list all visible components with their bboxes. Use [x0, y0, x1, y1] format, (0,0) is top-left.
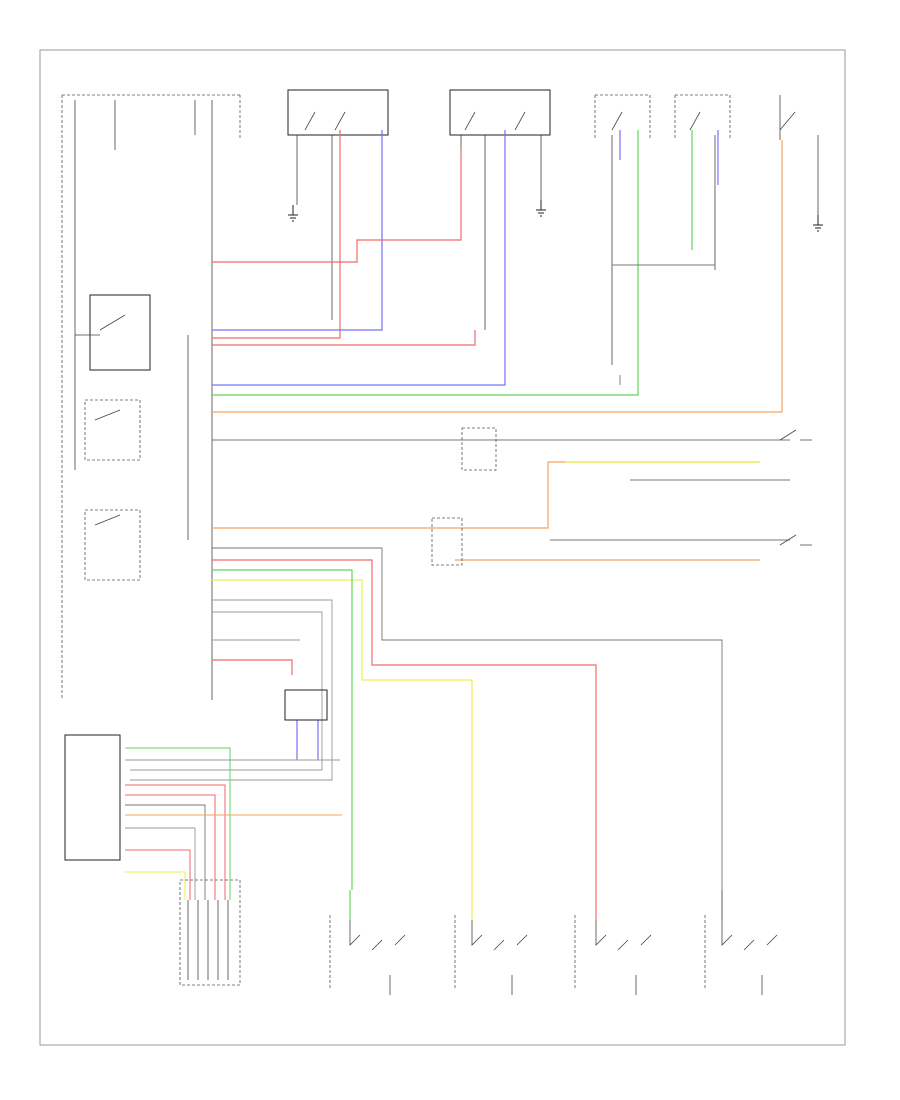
switch-module-3 [594, 94, 651, 140]
wire-gray-1 [612, 264, 715, 385]
joint-connector-mid [431, 427, 497, 566]
wire-orange-2 [212, 461, 760, 529]
door-lock-actuator-3 [574, 890, 652, 995]
relay-left-1 [75, 294, 151, 371]
wire-blue-2 [212, 130, 506, 386]
door-lock-actuator-4 [704, 890, 778, 995]
wire-red-4 [212, 659, 293, 675]
motor-unit [284, 689, 328, 721]
wire-gray-3 [130, 547, 723, 890]
wire-yellow-2 [212, 579, 473, 890]
wire-red-2 [212, 330, 476, 346]
wire-green-3 [212, 569, 353, 890]
wire-blue-3 [619, 130, 719, 185]
fuse-box [61, 94, 241, 700]
control-unit-left [64, 734, 342, 900]
diagram-frame [39, 49, 846, 1046]
wire-blue-4 [296, 720, 319, 760]
wire-orange-1 [212, 140, 783, 413]
switch-module-4 [674, 94, 731, 140]
wire-blue-1 [212, 130, 383, 331]
relay-module-1 [287, 89, 389, 136]
door-switch-1 [779, 429, 812, 441]
switch-left-3 [84, 509, 141, 581]
relay-module-2 [449, 89, 551, 136]
wire-red-1 [212, 130, 341, 339]
door-lock-actuator-1 [329, 890, 406, 995]
door-switch-2 [779, 534, 812, 546]
wire-gray-2 [212, 439, 790, 541]
wire-red-3 [212, 559, 597, 890]
bottom-connector [179, 879, 241, 986]
ground-icon [288, 200, 823, 232]
switch-module-5 [779, 95, 796, 140]
wire-pink-1 [212, 150, 462, 263]
top-drops [296, 135, 819, 365]
switch-left-2 [84, 399, 141, 461]
wire-green-1 [212, 130, 639, 396]
door-lock-actuator-2 [454, 890, 528, 995]
